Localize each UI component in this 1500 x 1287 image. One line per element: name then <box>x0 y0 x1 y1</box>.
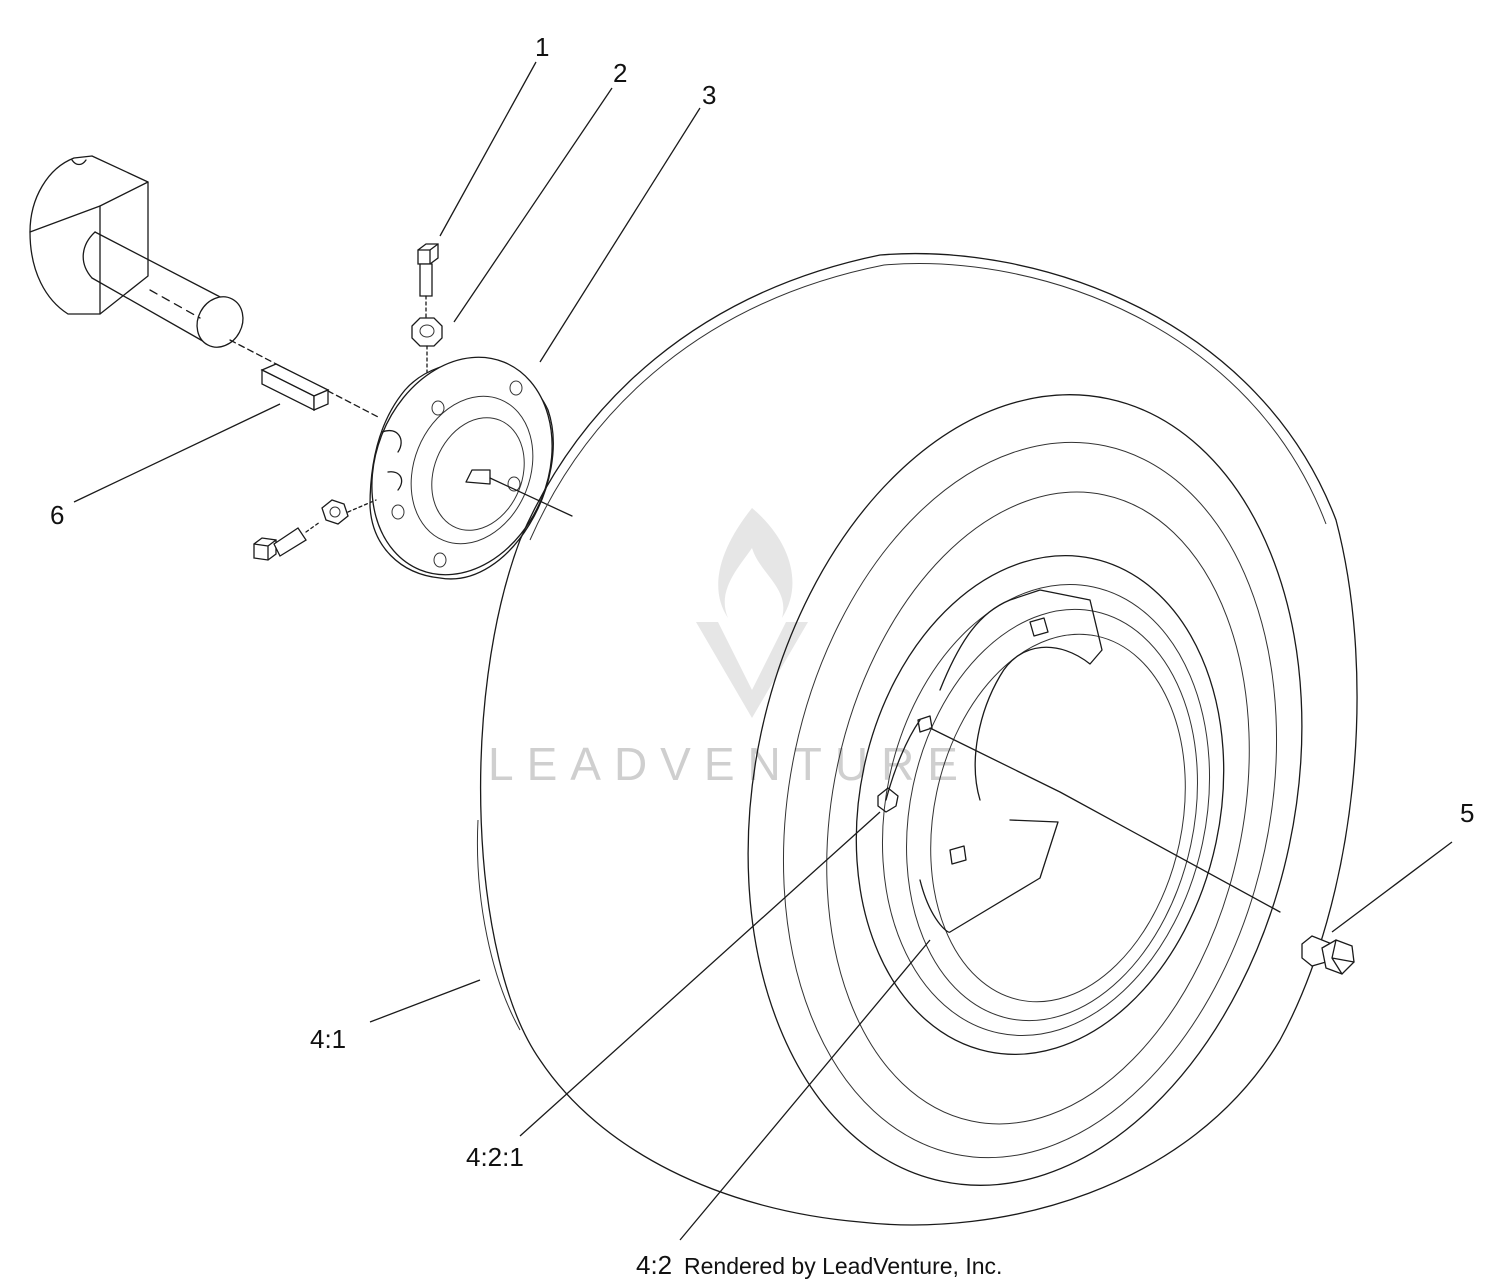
axle-spindle <box>29 155 381 419</box>
leadventure-flame-logo <box>696 508 808 718</box>
leader-6 <box>73 403 281 503</box>
leader-2 <box>453 87 613 323</box>
tire-part-4-1 <box>476 252 1358 1226</box>
leader-4-2 <box>679 939 931 1241</box>
leader-1 <box>439 61 537 237</box>
callout-1: 1 <box>535 32 549 62</box>
callout-6: 6 <box>50 500 64 530</box>
watermark-text: LEADVENTURE <box>488 738 971 790</box>
rim-part-4-2 <box>855 555 1281 1055</box>
callout-2: 2 <box>613 58 627 88</box>
lug-nut-part-5 <box>1301 935 1355 975</box>
callout-4-2-1: 4:2:1 <box>466 1142 524 1172</box>
nut-part-2 <box>411 317 443 381</box>
leader-5 <box>1331 841 1453 933</box>
lower-bolt-and-nut <box>253 499 377 561</box>
leadventure-watermark: LEADVENTURE <box>488 508 971 790</box>
callout-5: 5 <box>1460 798 1474 828</box>
leader-4-2-1 <box>519 811 881 1137</box>
footer-credit: Rendered by LeadVenture, Inc. <box>684 1253 1002 1279</box>
leader-4-1 <box>369 979 481 1023</box>
leader-3 <box>539 107 701 363</box>
leader-lines <box>73 61 1453 1241</box>
key-part-6 <box>260 363 330 412</box>
callout-4-2: 4:2 <box>636 1250 672 1280</box>
hub-flange-part-3 <box>369 356 573 580</box>
bolt-part-1 <box>417 243 439 319</box>
callout-4-1: 4:1 <box>310 1024 346 1054</box>
callout-3: 3 <box>702 80 716 110</box>
callouts: 1 2 3 6 5 4:1 4:2:1 4:2 <box>50 32 1474 1280</box>
